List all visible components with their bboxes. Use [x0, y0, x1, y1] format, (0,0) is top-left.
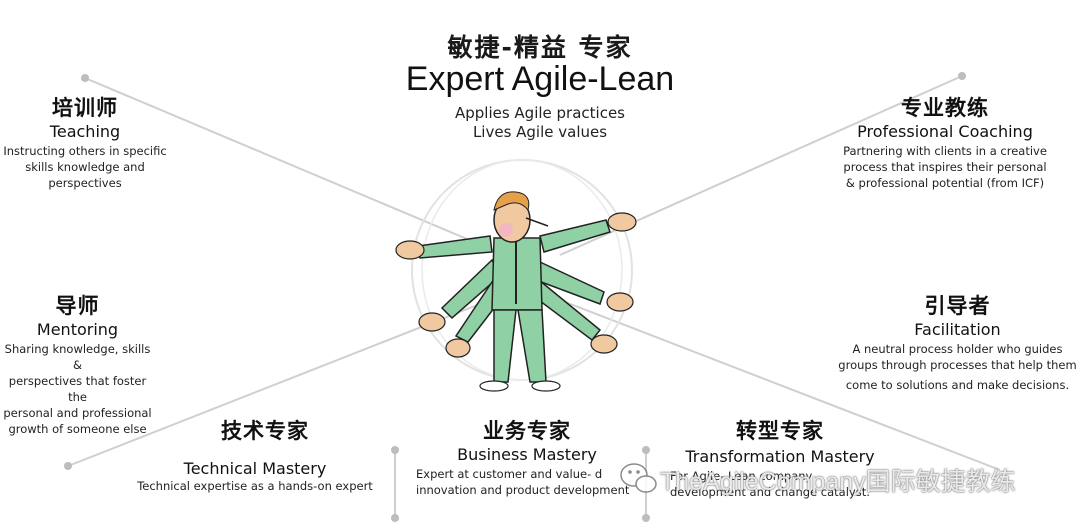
node-dot — [64, 462, 72, 470]
role-desc-line: For Agile- Lean company — [670, 469, 813, 483]
title-en-wrap: Expert Agile-Lean — [340, 60, 740, 99]
role-en: Facilitation — [914, 320, 1001, 339]
role-desc-line: Instructing others in specific — [3, 144, 167, 158]
role-desc-line: Sharing knowledge, skills & — [4, 342, 151, 372]
node-dot — [642, 446, 650, 454]
node-dot — [958, 72, 966, 80]
role-transformation: 转型专家 Transformation Mastery For Agile- L… — [670, 415, 890, 500]
connector-transformation — [559, 299, 1001, 471]
role-cn: 转型专家 — [736, 419, 824, 443]
role-desc-line: & professional potential (from ICF) — [845, 176, 1045, 190]
subtitle-line-2: Lives Agile values — [472, 123, 608, 141]
role-coaching: 专业教练 Professional Coaching Partnering wi… — [830, 92, 1060, 191]
role-en: Teaching — [49, 122, 121, 141]
role-desc-line: Partnering with clients in a creative — [843, 144, 1047, 158]
role-facilitation: 引导者 Facilitation A neutral process holde… — [835, 290, 1080, 393]
node-dot — [642, 514, 650, 522]
role-technical: 技术专家 Technical Mastery Technical experti… — [125, 415, 385, 494]
role-en: Transformation Mastery — [685, 447, 875, 466]
role-teaching: 培训师 Teaching Instructing others in speci… — [0, 92, 170, 191]
role-cn: 培训师 — [52, 96, 118, 120]
watermark: TheAgileCompany国际敏捷教练 — [660, 468, 1016, 496]
role-desc-line: Technical expertise as a hands-on expert — [137, 479, 373, 493]
role-en: Mentoring — [36, 320, 119, 339]
role-en: Professional Coaching — [857, 122, 1033, 141]
role-desc-line: come to solutions and make decisions. — [845, 378, 1070, 392]
role-business: 业务专家 Business Mastery Expert at customer… — [412, 415, 642, 498]
title-en: Expert Agile-Lean — [405, 60, 675, 98]
role-mentoring: 导师 Mentoring Sharing knowledge, skills &… — [0, 290, 155, 437]
header: 敏捷-精益 专家 — [390, 28, 690, 64]
role-desc-line: A neutral process holder who guides — [852, 342, 1063, 356]
role-desc-line: perspectives that foster the — [8, 374, 147, 404]
role-desc-line: perspectives — [48, 176, 122, 190]
subtitle: Applies Agile practices Lives Agile valu… — [380, 104, 700, 142]
node-dot — [81, 74, 89, 82]
title-cn: 敏捷-精益 专家 — [447, 33, 633, 62]
role-cn: 专业教练 — [901, 96, 989, 120]
role-cn: 业务专家 — [483, 419, 571, 443]
role-desc-line: process that inspires their personal — [843, 160, 1047, 174]
connector-technical — [67, 299, 491, 467]
role-en: Business Mastery — [457, 445, 597, 464]
subtitle-line-1: Applies Agile practices — [454, 104, 626, 122]
node-dot — [391, 514, 399, 522]
role-desc-line: personal and professional — [3, 406, 152, 420]
role-desc-line: Expert at customer and value- d — [416, 467, 603, 481]
wechat-icon — [620, 463, 657, 493]
role-desc-line: innovation and product development — [416, 483, 630, 497]
role-desc-line: development and change catalyst. — [670, 485, 870, 499]
role-en: Technical Mastery — [183, 459, 327, 478]
role-cn: 技术专家 — [221, 419, 309, 443]
role-cn: 引导者 — [924, 294, 991, 318]
role-cn: 导师 — [55, 294, 100, 318]
role-desc-line: groups through processes that help them — [838, 358, 1077, 372]
connector-teaching — [84, 77, 506, 256]
multi-armed-agile-expert-figure-icon — [395, 159, 637, 392]
role-desc-line: growth of someone else — [8, 422, 147, 436]
node-dot — [391, 446, 399, 454]
role-desc-line: skills knowledge and — [25, 160, 145, 174]
